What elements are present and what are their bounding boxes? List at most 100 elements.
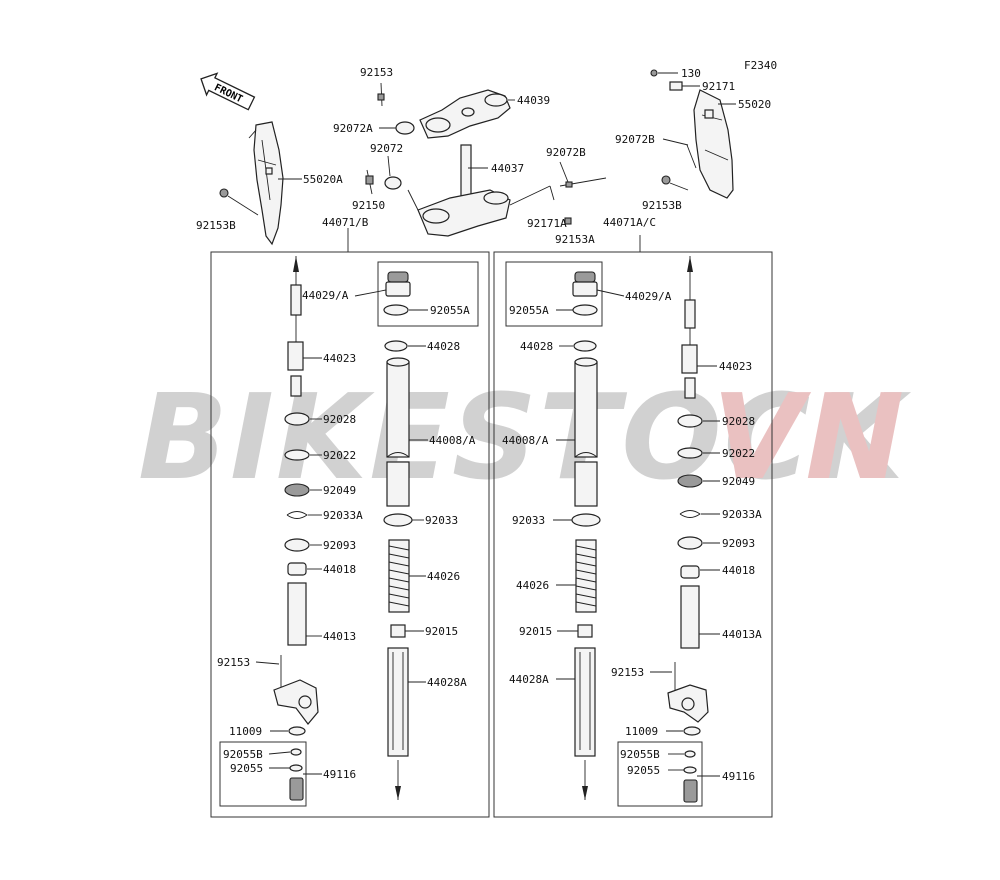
label-44037: 44037 <box>491 162 524 175</box>
label-L-49116: 49116 <box>323 768 356 781</box>
left-oring-92033 <box>383 513 413 527</box>
label-L-92093: 92093 <box>323 539 356 552</box>
right-cap-bolt <box>572 271 598 316</box>
label-92171A: 92171A <box>527 217 567 230</box>
clamp-92171 <box>669 81 700 91</box>
left-labels: 44029/A 92055A 44023 44028 92028 44008/A… <box>217 289 476 781</box>
right-seal-stack <box>677 414 703 579</box>
left-washer-44028 <box>384 340 408 352</box>
clamp-92072A <box>395 121 415 135</box>
bolt-92153-top <box>377 82 385 107</box>
left-cartridge <box>387 647 409 800</box>
left-seal-leaders <box>307 418 322 570</box>
label-L-11009: 11009 <box>229 725 262 738</box>
label-L-92033A: 92033A <box>323 509 363 522</box>
bolt-92150 <box>365 169 374 195</box>
left-seal-stack <box>284 412 310 576</box>
watermark-text-main: BIKESTOCK <box>138 368 911 506</box>
label-R-92055B: 92055B <box>620 748 660 761</box>
left-damper-rod <box>287 256 304 397</box>
label-L-92028: 92028 <box>323 413 356 426</box>
right-nut-92015 <box>577 624 593 638</box>
left-outer-tube <box>287 582 307 646</box>
right-labels: 44029/A 92055A 44028 44023 44008/A 92028… <box>502 290 762 783</box>
leader-lines-top <box>278 99 736 252</box>
steering-stem <box>417 144 511 237</box>
right-oring-92033 <box>571 513 601 527</box>
right-fork-guard <box>693 89 734 199</box>
hose-92072B-center <box>559 177 607 188</box>
label-L-92015: 92015 <box>425 625 458 638</box>
left-cap-bolt-kit-box <box>377 261 479 327</box>
right-outer-tube <box>680 585 700 649</box>
label-L-92022: 92022 <box>323 449 356 462</box>
label-92171: 92171 <box>702 80 735 93</box>
clip-92072B-right <box>686 144 697 169</box>
left-nut-92015 <box>390 624 406 638</box>
left-fork-assembly-frame <box>210 251 490 818</box>
watermark-text-accent: VN <box>712 368 906 506</box>
label-92153-top: 92153 <box>360 66 393 79</box>
label-R-11009: 11009 <box>625 725 658 738</box>
right-inner-tube <box>574 357 598 507</box>
right-spring <box>575 539 597 613</box>
label-L-44018: 44018 <box>323 563 356 576</box>
label-R-92153: 92153 <box>611 666 644 679</box>
left-valve-parts <box>289 748 304 801</box>
label-R-92022: 92022 <box>722 447 755 460</box>
label-130: 130 <box>681 67 701 80</box>
bolt-92153B-right <box>661 175 689 191</box>
label-R-44026: 44026 <box>516 579 549 592</box>
label-R-44013A: 44013A <box>722 628 762 641</box>
label-R-44008A: 44008/A <box>502 434 549 447</box>
upper-triple-clamp <box>419 89 511 139</box>
label-R-92049: 92049 <box>722 475 755 488</box>
label-R-44018: 44018 <box>722 564 755 577</box>
right-axle-bracket <box>667 662 709 723</box>
left-inner-tube <box>386 357 410 507</box>
right-valve-parts <box>683 750 698 803</box>
label-R-92055: 92055 <box>627 764 660 777</box>
label-92153B-left: 92153B <box>196 219 236 232</box>
right-cartridge <box>574 647 596 800</box>
right-seal-leaders <box>700 420 720 571</box>
label-44039: 44039 <box>517 94 550 107</box>
label-55020A: 55020A <box>303 173 343 186</box>
front-arrow-icon: FRONT <box>200 72 256 111</box>
label-92150: 92150 <box>352 199 385 212</box>
label-92153A: 92153A <box>555 233 595 246</box>
label-R-92093: 92093 <box>722 537 755 550</box>
label-L-92049: 92049 <box>323 484 356 497</box>
label-92072B-center: 92072B <box>546 146 586 159</box>
right-damper-rod <box>681 256 698 399</box>
left-spring <box>388 539 410 613</box>
left-washer-11009 <box>288 726 306 736</box>
label-55020: 55020 <box>738 98 771 111</box>
label-R-44029A: 44029/A <box>625 290 672 303</box>
label-R-49116: 49116 <box>722 770 755 783</box>
label-L-44029A: 44029/A <box>302 289 349 302</box>
label-L-44023: 44023 <box>323 352 356 365</box>
label-44071B: 44071/B <box>322 216 369 229</box>
bolt-130 <box>650 69 678 77</box>
watermark: BIKESTOCK VN <box>138 368 911 506</box>
label-R-92015: 92015 <box>519 625 552 638</box>
right-washer-44028 <box>573 340 597 352</box>
label-92153B-right: 92153B <box>642 199 682 212</box>
label-92072B-right: 92072B <box>615 133 655 146</box>
right-washer-11009 <box>683 726 701 736</box>
left-cap-bolt <box>383 271 411 316</box>
label-L-92153: 92153 <box>217 656 250 669</box>
label-L-92055A: 92055A <box>430 304 470 317</box>
right-cap-bolt-kit-box <box>505 261 603 327</box>
label-L-44026: 44026 <box>427 570 460 583</box>
label-L-44028: 44028 <box>427 340 460 353</box>
left-fork-guard <box>248 121 284 246</box>
figure-code: F2340 <box>744 59 777 72</box>
label-R-92055A: 92055A <box>509 304 549 317</box>
left-axle-bracket <box>273 655 319 725</box>
label-R-44023: 44023 <box>719 360 752 373</box>
label-L-92033: 92033 <box>425 514 458 527</box>
right-valve-kit-box <box>617 741 703 807</box>
